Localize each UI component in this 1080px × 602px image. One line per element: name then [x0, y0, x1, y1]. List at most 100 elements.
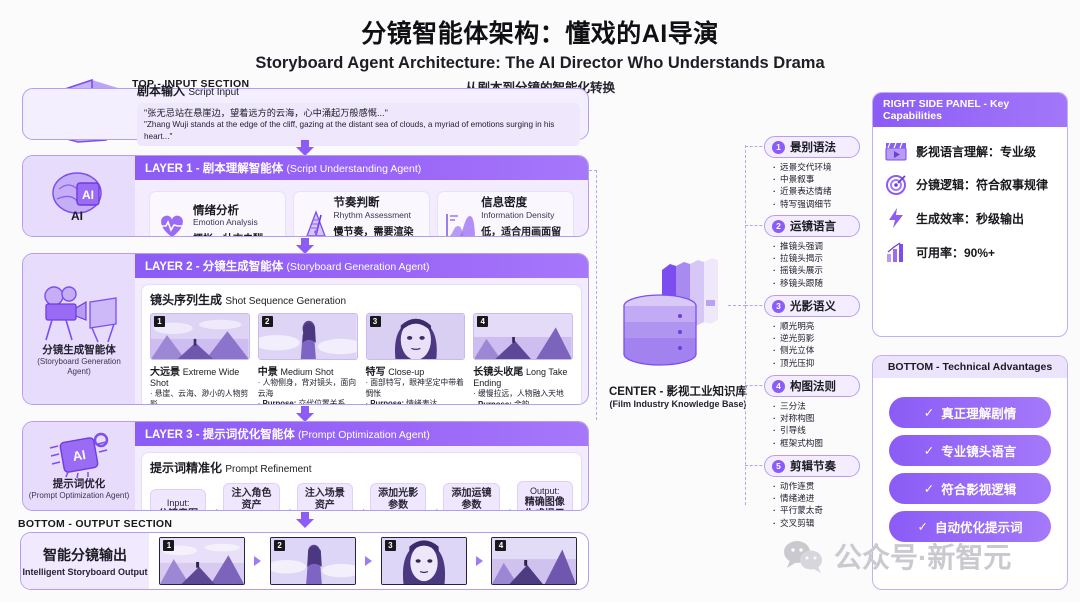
prompt-refinement-title: 提示词精准化 Prompt Refinement	[150, 459, 573, 476]
layer-2-agent: 分镜生成智能体 (Storyboard Generation Agent)	[23, 254, 135, 404]
shot-purpose: · Purpose: 余韵	[473, 399, 530, 405]
branch-item: 拉镜头揭示	[773, 252, 860, 264]
check-icon: ✓	[923, 406, 935, 420]
shot-thumbnail[interactable]: 4	[473, 313, 573, 360]
branch-header[interactable]: 5 剪辑节奏	[764, 455, 860, 477]
layer-2-agent-name-cn: 分镜生成智能体	[42, 344, 116, 357]
advantage-pill-auto-prompt[interactable]: ✓ 自动优化提示词	[889, 511, 1051, 542]
branch-item: 近景表达情绪	[773, 185, 860, 197]
shot-title: 中景 Medium Shot	[258, 363, 358, 378]
svg-text:AI: AI	[71, 447, 86, 464]
metronome-icon	[306, 210, 326, 236]
output-flow-arrow	[475, 556, 483, 566]
capability-row-storyboard-logic[interactable]: 分镜逻辑：符合叙事规律	[873, 167, 1067, 201]
pipeline-node-scene[interactable]: 注入场景资产 (Scene Assets)	[296, 483, 353, 510]
branch-item: 特写强调细节	[773, 198, 860, 210]
advantage-pill-film-logic[interactable]: ✓ 符合影视逻辑	[889, 473, 1051, 504]
branch-editing-rhythm: 5 剪辑节奏 动作连贯 情绪递进 平行蒙太奇 交叉剪辑	[764, 455, 860, 529]
pipeline-node-lighting[interactable]: 添加光影参数 (Lighting Parameters)	[369, 483, 427, 510]
technical-advantages-header: BOTTOM - Technical Advantages	[873, 356, 1067, 378]
page-title: 分镜智能体架构：懂戏的AI导演 Storyboard Agent Archite…	[0, 14, 1080, 96]
output-section-kicker: BOTTOM - OUTPUT SECTION	[18, 518, 173, 530]
prompt-refinement-panel: 提示词精准化 Prompt Refinement Input: 分镜意图 → 注…	[141, 452, 582, 511]
pipeline-node-output[interactable]: Output: 精确图像生成提示词	[516, 481, 573, 510]
shot-purpose: · Purpose: 交代位置关系	[257, 399, 346, 405]
svg-text:AI: AI	[82, 188, 94, 202]
branch-item: 交叉剪辑	[773, 517, 860, 529]
branch-item: 推镜头强调	[773, 240, 860, 252]
branch-composition-rules: 4 构图法则 三分法 对称构图 引导线 框架式构图	[764, 375, 860, 449]
layer-3-container: AI 提示词优化 (Prompt Optimization Agent) LAY…	[22, 421, 589, 511]
capability-row-availability[interactable]: 可用率：90%+	[873, 235, 1067, 269]
output-frame[interactable]: 1	[159, 537, 246, 585]
layer-2-band-en: (Storyboard Generation Agent)	[286, 261, 430, 273]
script-input-card[interactable]: 剧本输入 Script Input "张无忌站在悬崖边，望着远方的云海，心中涌起…	[22, 84, 589, 147]
output-frame[interactable]: 2	[270, 537, 357, 585]
branch-title: 光影语义	[790, 301, 836, 313]
feature-card-emotion[interactable]: 情绪分析 Emotion Analysis 惆怅、壮志未酬	[149, 191, 286, 236]
clapperboard-icon	[885, 142, 907, 161]
layer-2-agent-name-en: (Storyboard Generation Agent)	[37, 357, 121, 376]
capability-row-efficiency[interactable]: 生成效率：秒级输出	[873, 201, 1067, 235]
shot-card[interactable]: 4 长镜头收尾 Long Take Ending · 缓慢拉远，人物融入天地 ·…	[473, 313, 573, 405]
camera-chair-icon	[44, 286, 117, 343]
branch-item: 情绪递进	[773, 492, 860, 504]
branch-item: 对称构图	[773, 412, 860, 424]
advantage-text: 专业镜头语言	[941, 445, 1017, 459]
shot-number-badge: 1	[154, 316, 165, 327]
check-icon: ✓	[923, 444, 935, 458]
advantage-pill-understand-plot[interactable]: ✓ 真正理解剧情	[889, 397, 1051, 428]
capability-text: 影视语言理解：专业级	[916, 144, 1037, 159]
output-frame[interactable]: 3	[380, 537, 467, 585]
branch-item: 侧光立体	[773, 344, 860, 356]
script-quote-en: "Zhang Wuji stands at the edge of the cl…	[144, 120, 555, 141]
shot-title-en: Extreme Wide Shot	[150, 367, 240, 388]
target-icon	[886, 175, 906, 195]
shot-card[interactable]: 3 特写 Close-up · 面部特写，眼神坚定中带着惆怅 · Purpose…	[365, 313, 466, 405]
database-books-icon	[623, 258, 718, 366]
feature-card-rhythm[interactable]: 节奏判断 Rhythm Assessment 慢节奏，需要渲染氛围	[293, 191, 430, 237]
script-input-title-en: Script Input	[188, 86, 239, 98]
key-capabilities-panel: RIGHT SIDE PANEL - Key Capabilities 影视语言…	[872, 92, 1068, 337]
check-icon: ✓	[923, 482, 935, 496]
pipeline-node-input[interactable]: Input: 分镜意图	[150, 489, 207, 510]
shot-thumbnail[interactable]: 3	[365, 313, 466, 360]
branch-header[interactable]: 1 景别语法	[764, 136, 860, 158]
pipeline-node-camera[interactable]: 添加运镜参数 (Camera Movement)	[443, 483, 500, 510]
pipeline-node-character[interactable]: 注入角色资产 (Character Assets)	[223, 483, 280, 510]
feature-density-value: 低，适合用画面留白	[481, 226, 562, 237]
shot-purpose: · Purpose: 情绪表达	[365, 399, 438, 405]
feature-card-density[interactable]: 信息密度 Information Density 低，适合用画面留白	[437, 191, 574, 237]
branch-header[interactable]: 3 光影语义	[764, 295, 860, 317]
pipeline-arrow: →	[502, 503, 514, 511]
branch-item: 框架式构图	[773, 437, 860, 449]
flow-arrow-1	[296, 140, 314, 156]
layer-2-container: 分镜生成智能体 (Storyboard Generation Agent) LA…	[22, 253, 589, 405]
layer-3-agent-name-cn: 提示词优化	[52, 477, 106, 490]
output-frame[interactable]: 4	[491, 537, 578, 585]
key-capabilities-header: RIGHT SIDE PANEL - Key Capabilities	[873, 93, 1067, 127]
connector-b5	[745, 465, 767, 466]
lightning-icon	[889, 208, 903, 228]
density-chart-icon	[446, 213, 475, 236]
shot-card[interactable]: 1 大远景 Extreme Wide Shot · 悬崖、云海、渺小的人物剪影 …	[150, 313, 250, 404]
shot-sequence-title: 镜头序列生成 Shot Sequence Generation	[150, 291, 573, 308]
branch-items: 三分法 对称构图 引导线 框架式构图	[764, 400, 860, 449]
advantage-pill-shot-language[interactable]: ✓ 专业镜头语言	[889, 435, 1051, 466]
feature-rhythm-value: 慢节奏，需要渲染氛围	[333, 226, 414, 237]
shot-desc: · 人物侧身，背对镜头，面向云海	[257, 378, 357, 398]
branch-item: 远景交代环境	[773, 161, 860, 173]
capability-row-film-language[interactable]: 影视语言理解：专业级	[873, 135, 1067, 167]
branch-title: 运镜语言	[790, 221, 836, 233]
shot-card[interactable]: 2 中景 Medium Shot · 人物侧身，背对镜头，面向云海 · Purp…	[257, 313, 358, 405]
shot-title-cn: 大远景	[150, 367, 180, 378]
shot-thumbnail[interactable]: 2	[257, 313, 358, 360]
output-label-en: Intelligent Storyboard Output	[22, 567, 148, 577]
branch-shot-size: 1 景别语法 远景交代环境 中景叙事 近景表达情绪 特写强调细节	[764, 136, 860, 210]
branch-number: 3	[772, 299, 785, 313]
branch-header[interactable]: 4 构图法则	[764, 375, 860, 397]
branch-items: 推镜头强调 拉镜头揭示 摇镜头展示 移镜头跟随	[764, 240, 860, 289]
shot-thumbnail[interactable]: 1	[150, 313, 250, 360]
branch-header[interactable]: 2 运镜语言	[764, 215, 860, 237]
